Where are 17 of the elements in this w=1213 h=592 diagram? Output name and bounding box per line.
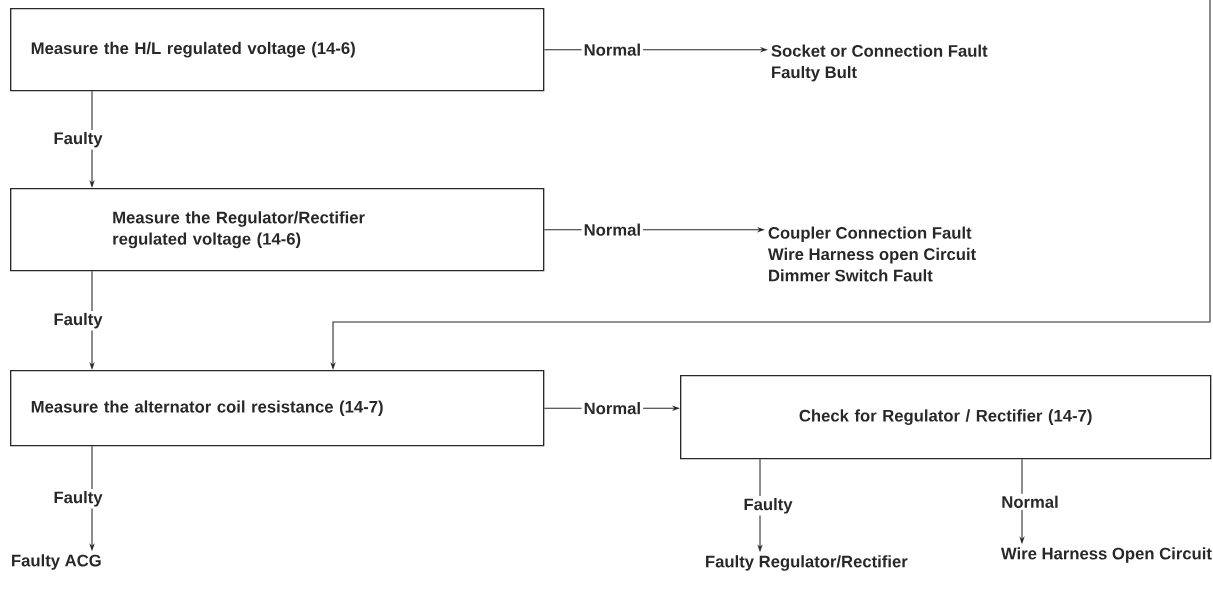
process-box: Measure the Regulator/Rectifier regulated voltage (14-6) [10,188,545,272]
edge-label: Faulty [51,129,105,150]
edge-label: Normal [999,493,1061,510]
edge-label: Faulty [51,310,105,331]
result-text: Coupler Connection Fault Wire Harness open Circuit Dimmer Switch Fault [767,226,976,282]
edge-label: Normal [581,400,644,417]
process-box: Measure the alternator coil resistance (14-7) [10,370,545,447]
result-text: Faulty ACG [12,554,101,570]
edge-label: Faulty [741,496,795,516]
result-text: Wire Harness Open Circuit [1000,547,1212,563]
edge-label: Normal [581,221,644,238]
process-box: Measure the H/L regulated voltage (14-6) [10,8,545,92]
result-text: Socket or Connection Fault Faulty Bult [771,44,988,82]
edge-label: Normal [581,41,644,58]
result-text: Faulty Regulator/Rectifier [706,555,908,571]
edge-label: Faulty [51,489,105,509]
process-box: Check for Regulator / Rectifier (14-7) [680,375,1212,460]
